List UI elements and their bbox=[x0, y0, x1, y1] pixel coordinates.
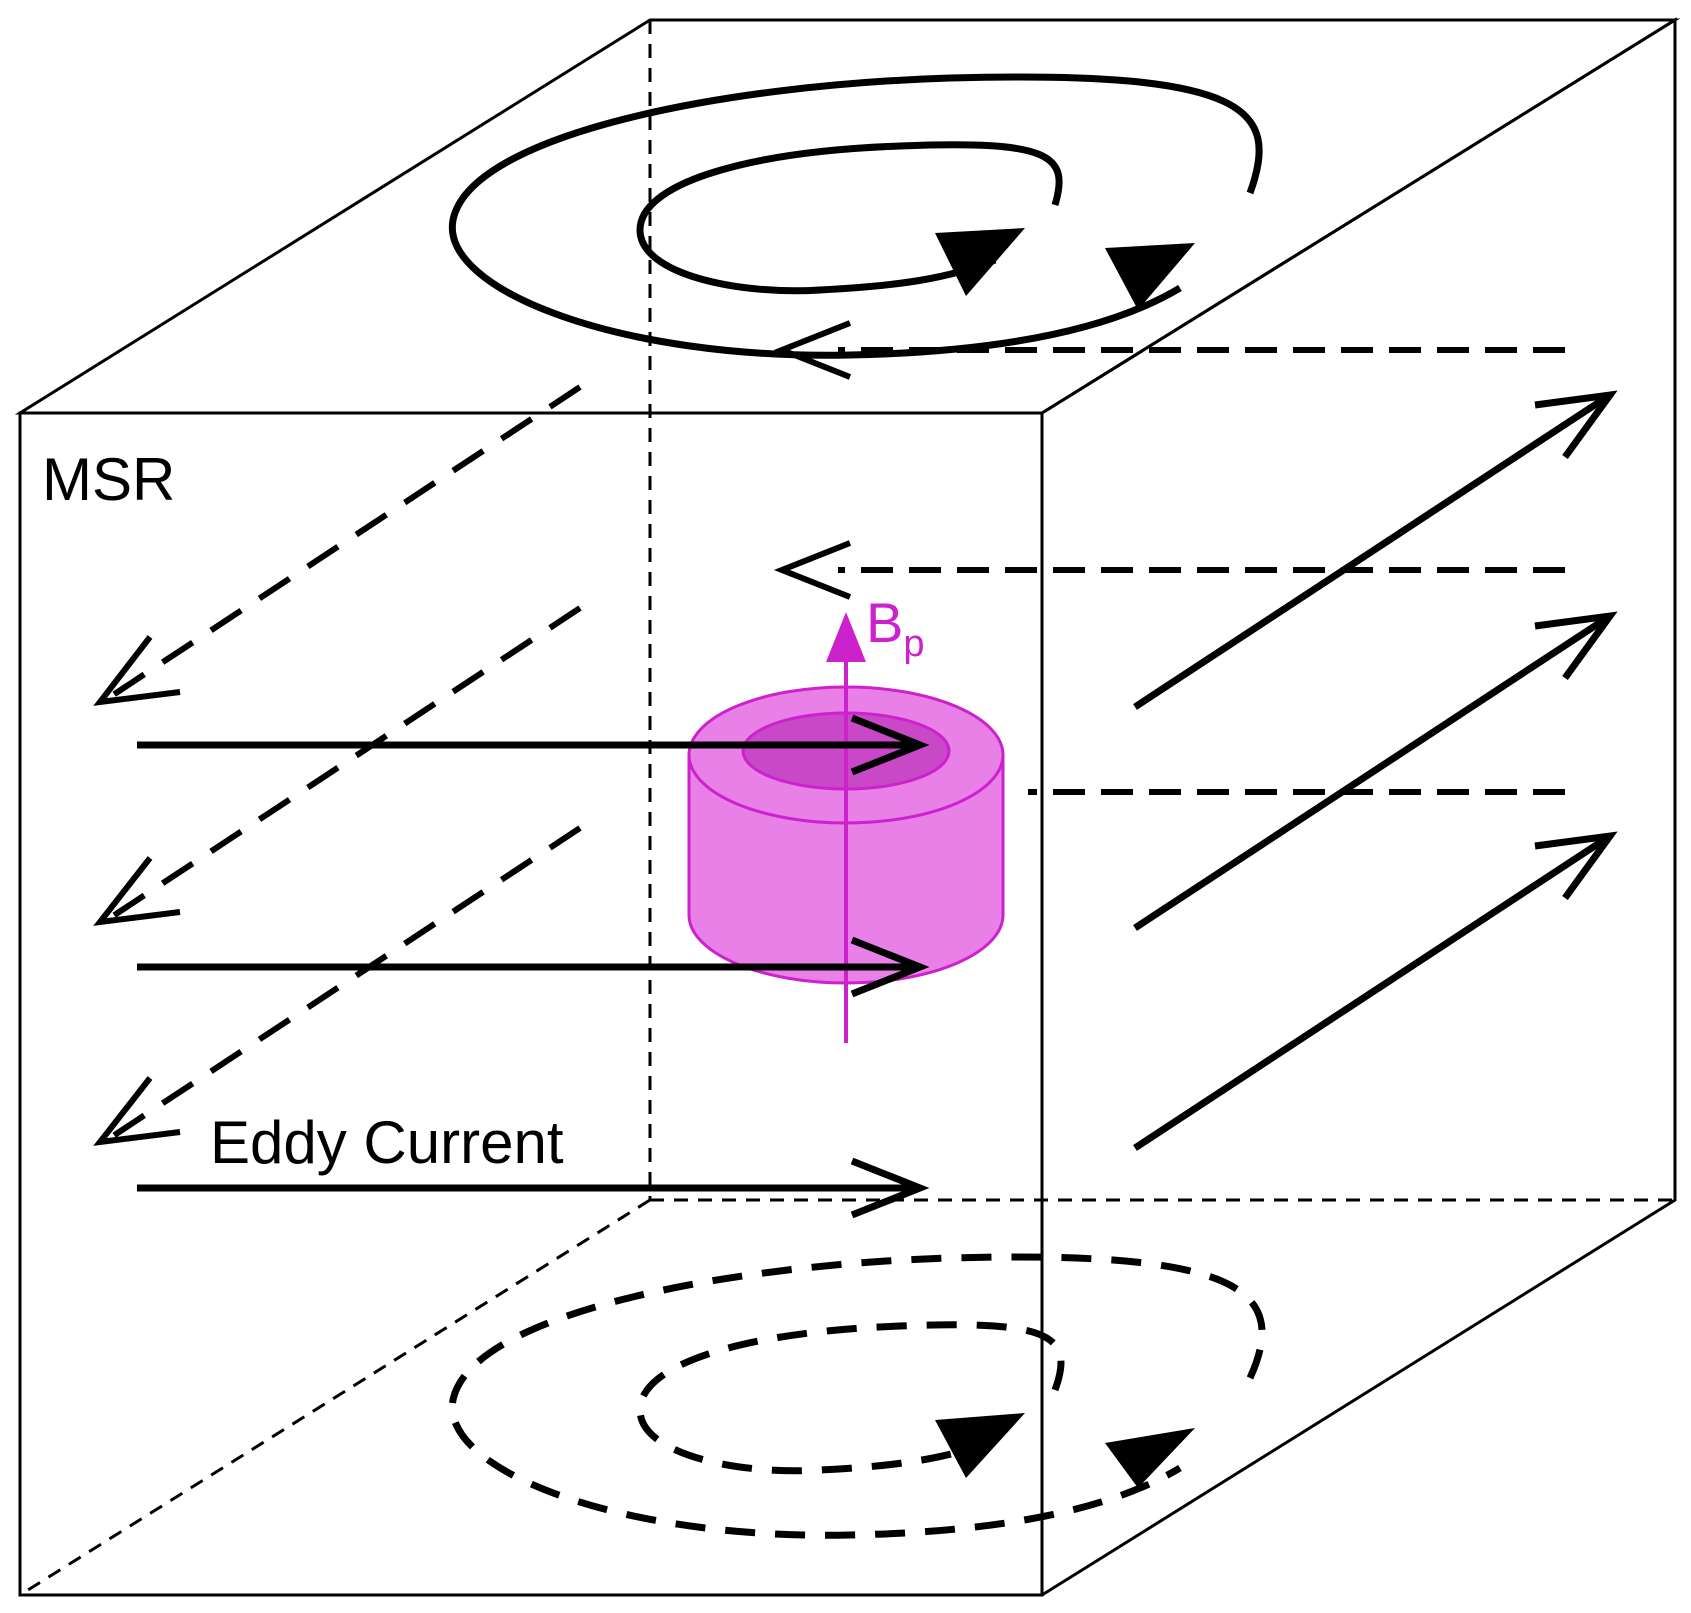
top-eddy-loops bbox=[448, 73, 1263, 359]
bottom-inner-loop bbox=[636, 1321, 1065, 1475]
right-arrow-3-head bbox=[1534, 831, 1618, 901]
field-arrowhead bbox=[826, 612, 866, 662]
dashed-diagonal-arrowheads bbox=[93, 635, 181, 1146]
top-inner-arrowhead bbox=[935, 228, 1025, 296]
field-label: Bp bbox=[866, 591, 925, 665]
field-label-subscript: p bbox=[903, 623, 924, 665]
bottom-outer-loop bbox=[448, 1253, 1266, 1539]
bottom-inner-arrowhead bbox=[935, 1413, 1025, 1478]
dashed-diagonal-2-arrowhead bbox=[93, 856, 181, 926]
dashed-diagonal-3-arrowhead bbox=[93, 1076, 181, 1146]
right-arrow-1-shaft bbox=[1133, 392, 1612, 710]
right-arrow-2-head bbox=[1534, 611, 1618, 681]
dashed-line-top-arrowhead bbox=[773, 320, 852, 380]
right-face-dashed-lines bbox=[838, 347, 1565, 795]
right-face-diagonal-arrows bbox=[1133, 390, 1618, 1151]
hidden-bottom-left-edge bbox=[19, 1198, 651, 1597]
front-arrow-1-head bbox=[850, 714, 930, 776]
dashed-diagonal-2 bbox=[108, 605, 582, 921]
room-label: MSR bbox=[42, 446, 175, 513]
dashed-line-middle-arrowhead bbox=[773, 540, 852, 600]
left-dashed-diagonals bbox=[108, 384, 582, 1141]
right-arrow-2-shaft bbox=[1133, 613, 1612, 931]
right-arrow-1-head bbox=[1534, 390, 1618, 460]
bottom-eddy-loops bbox=[448, 1253, 1266, 1539]
top-inner-loop bbox=[636, 141, 1063, 295]
top-outer-arrowhead bbox=[1105, 243, 1195, 310]
cube-visible-edges bbox=[14, 17, 1681, 1597]
cube-hidden-edges bbox=[19, 20, 1675, 1597]
bottom-outer-arrowhead bbox=[1105, 1428, 1195, 1488]
cube-right-face bbox=[1041, 17, 1677, 1597]
front-arrow-2-head bbox=[850, 936, 930, 998]
dashed-diagonal-1-arrowhead bbox=[93, 635, 181, 706]
top-outer-loop bbox=[448, 73, 1263, 359]
dashed-diagonal-3 bbox=[108, 825, 582, 1141]
front-arrow-3-head bbox=[850, 1157, 930, 1219]
front-horizontal-arrows bbox=[137, 714, 930, 1219]
right-arrow-3-shaft bbox=[1133, 833, 1612, 1151]
dashed-diagonal-1 bbox=[108, 384, 582, 700]
cube-front-face bbox=[18, 411, 1044, 1597]
eddy-current-label: Eddy Current bbox=[210, 1109, 564, 1176]
